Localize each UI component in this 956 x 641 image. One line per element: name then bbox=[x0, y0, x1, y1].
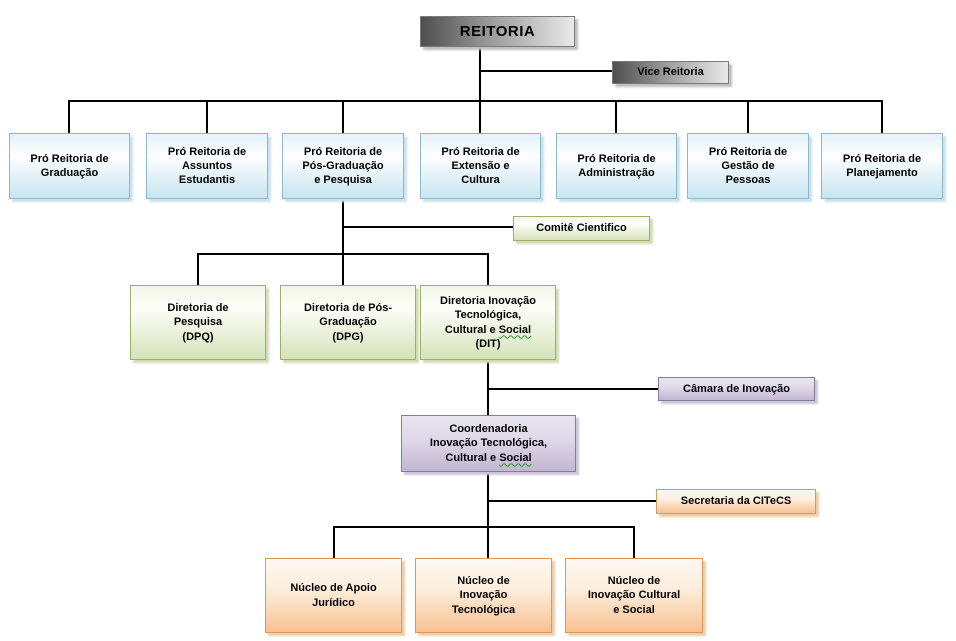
connector-posgrad-trunk bbox=[342, 199, 344, 285]
connector-stub-dpq bbox=[197, 253, 199, 285]
nucleo-inovacao-tecnologica-label: Núcleo de Inovação Tecnológica bbox=[451, 575, 516, 616]
coordenadoria-label-misspelled-word: Social bbox=[499, 451, 532, 464]
coordenadoria-label-pre: Coordenadoria Inovação Tecnológica, Cult… bbox=[429, 423, 548, 464]
pro-reitoria-planejamento-label: Pró Reitoria de Planejamento bbox=[842, 152, 922, 179]
diretoria-pos-graduacao-dpg-label: Diretoria de Pós- Graduação (DPG) bbox=[303, 302, 393, 343]
vice-reitoria-label: Vice Reitoria bbox=[637, 66, 704, 79]
nucleo-inovacao-tecnologica-box: Núcleo de Inovação Tecnológica bbox=[415, 558, 552, 633]
connector-stub-dit bbox=[487, 253, 489, 285]
nucleo-apoio-juridico-box: Núcleo de Apoio Jurídico bbox=[265, 558, 402, 633]
secretaria-citecs-label: Secretaria da CITeCS bbox=[680, 495, 792, 508]
pro-reitoria-extensao-cultura-label: Pró Reitoria de Extensão e Cultura bbox=[441, 145, 520, 187]
pro-reitoria-graduacao-box: Pró Reitoria de Graduação bbox=[9, 133, 130, 199]
camara-inovacao-box: Câmara de Inovação bbox=[658, 377, 815, 401]
nucleo-inovacao-cultural-social-label: Núcleo de Inovação Cultural e Social bbox=[587, 575, 681, 616]
nucleo-apoio-juridico-label: Núcleo de Apoio Jurídico bbox=[290, 582, 377, 609]
diretoria-pos-graduacao-dpg-box: Diretoria de Pós- Graduação (DPG) bbox=[280, 285, 416, 360]
camara-inovacao-label: Câmara de Inovação bbox=[683, 382, 790, 395]
diretoria-inovacao-dit-box: Diretoria Inovação Tecnológica, Cultural… bbox=[420, 285, 556, 360]
connector-comite bbox=[343, 226, 513, 228]
connector-stub-assuntos bbox=[206, 100, 208, 133]
connector-top-row bbox=[68, 100, 883, 102]
vice-reitoria-box: Vice Reitoria bbox=[612, 61, 729, 84]
connector-vice-reitoria bbox=[480, 70, 612, 72]
pro-reitoria-planejamento-box: Pró Reitoria de Planejamento bbox=[821, 133, 943, 199]
pro-reitoria-extensao-cultura-box: Pró Reitoria de Extensão e Cultura bbox=[420, 133, 541, 199]
connector-coordenadoria-trunk bbox=[487, 472, 489, 558]
diretoria-pesquisa-dpq-box: Diretoria de Pesquisa (DPQ) bbox=[130, 285, 266, 360]
pro-reitoria-pos-graduacao-box: Pró Reitoria de Pós-Graduação e Pesquisa bbox=[282, 133, 404, 199]
connector-stub-nucleo-cultural bbox=[633, 526, 635, 558]
reitoria-box: REITORIA bbox=[420, 16, 575, 47]
pro-reitoria-assuntos-estudantis-label: Pró Reitoria de Assuntos Estudantis bbox=[167, 145, 247, 187]
dit-label-post: (DIT) bbox=[475, 337, 501, 350]
connector-stub-gestao bbox=[747, 100, 749, 133]
connector-stub-planejamento bbox=[881, 100, 883, 133]
connector-dit-trunk bbox=[487, 360, 489, 415]
diretoria-pesquisa-dpq-label: Diretoria de Pesquisa (DPQ) bbox=[167, 302, 229, 343]
connector-diretorias-row bbox=[197, 253, 489, 255]
connector-camara bbox=[488, 388, 658, 390]
dit-label-misspelled-word: Social bbox=[498, 323, 532, 336]
connector-stub-nucleo-juridico bbox=[333, 526, 335, 558]
comite-cientifico-box: Comitê Cientifico bbox=[513, 216, 650, 241]
connector-reitoria-trunk bbox=[479, 47, 481, 101]
connector-stub-posgrad bbox=[342, 100, 344, 133]
connector-secretaria bbox=[488, 500, 656, 502]
coordenadoria-citecs-box: Coordenadoria Inovação Tecnológica, Cult… bbox=[401, 415, 576, 472]
secretaria-citecs-box: Secretaria da CITeCS bbox=[656, 489, 816, 514]
connector-stub-extensao bbox=[479, 100, 481, 133]
comite-cientifico-label: Comitê Cientifico bbox=[536, 222, 627, 235]
pro-reitoria-pos-graduacao-label: Pró Reitoria de Pós-Graduação e Pesquisa bbox=[302, 145, 384, 187]
pro-reitoria-gestao-pessoas-box: Pró Reitoria de Gestão de Pessoas bbox=[687, 133, 809, 199]
connector-stub-graduacao bbox=[68, 100, 70, 133]
pro-reitoria-assuntos-estudantis-box: Pró Reitoria de Assuntos Estudantis bbox=[146, 133, 268, 199]
dit-label-pre: Diretoria Inovação Tecnológica, Cultural… bbox=[440, 294, 536, 336]
pro-reitoria-gestao-pessoas-label: Pró Reitoria de Gestão de Pessoas bbox=[708, 145, 788, 187]
pro-reitoria-administracao-label: Pró Reitoria de Administração bbox=[577, 152, 656, 179]
pro-reitoria-administracao-box: Pró Reitoria de Administração bbox=[556, 133, 677, 199]
nucleo-inovacao-cultural-social-box: Núcleo de Inovação Cultural e Social bbox=[565, 558, 703, 633]
connector-nucleos-row bbox=[333, 526, 635, 528]
pro-reitoria-graduacao-label: Pró Reitoria de Graduação bbox=[30, 152, 109, 179]
reitoria-label: REITORIA bbox=[459, 22, 536, 40]
coordenadoria-citecs-label: Coordenadoria Inovação Tecnológica, Cult… bbox=[430, 422, 547, 465]
diretoria-inovacao-dit-label: Diretoria Inovação Tecnológica, Cultural… bbox=[440, 294, 536, 351]
connector-stub-administracao bbox=[615, 100, 617, 133]
